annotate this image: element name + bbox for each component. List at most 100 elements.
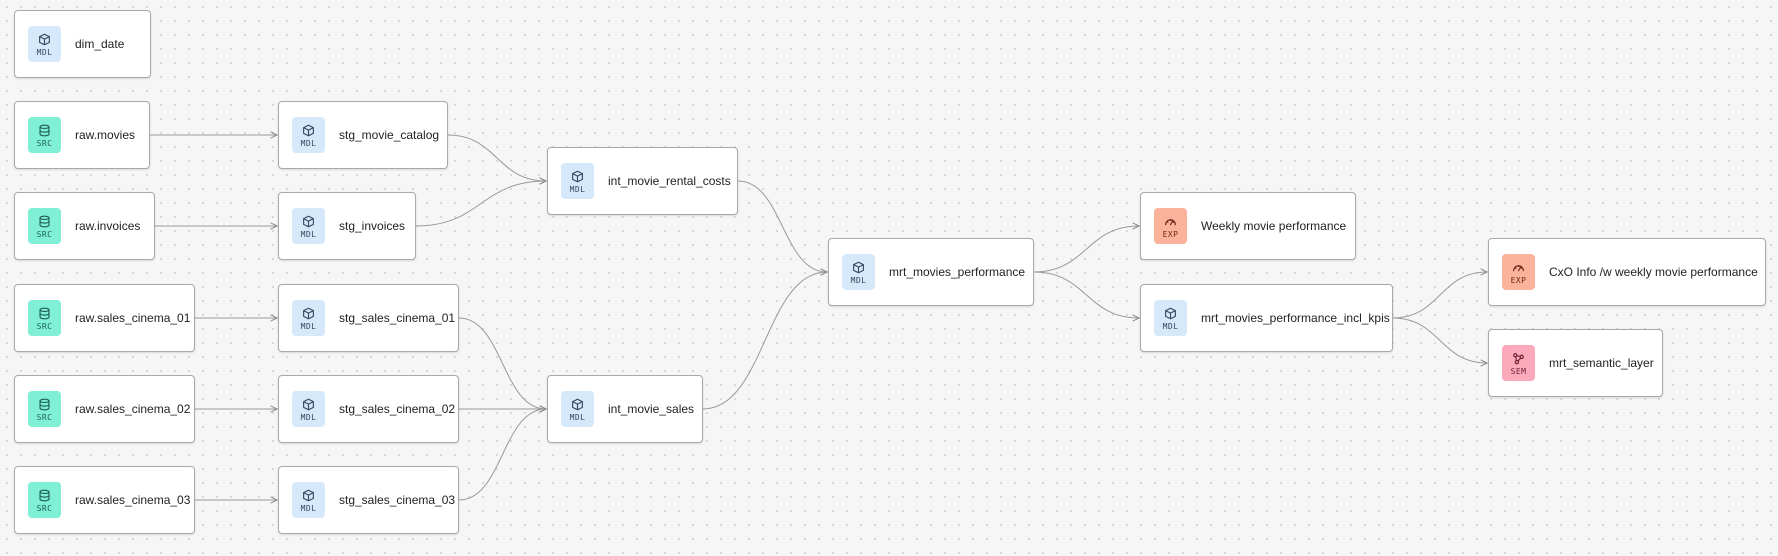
- node-dim-date[interactable]: MDL dim_date: [14, 10, 151, 78]
- edge-stg-invoices-to-int-movie-rental-costs: [415, 181, 546, 227]
- node-type-tag: MDL: [300, 412, 317, 422]
- node-mrt-movies-performance[interactable]: MDL mrt_movies_performance: [828, 238, 1034, 306]
- node-type-tag: SEM: [1510, 366, 1527, 376]
- database-icon: [38, 397, 51, 411]
- node-mrt-semantic-layer[interactable]: SEM mrt_semantic_layer: [1488, 329, 1663, 397]
- node-type-tag: MDL: [850, 275, 867, 285]
- node-type-tag: MDL: [569, 184, 586, 194]
- node-label: stg_movie_catalog: [339, 128, 440, 142]
- mdl-badge: MDL: [292, 117, 325, 153]
- node-stg-sales-cinema-01[interactable]: MDL stg_sales_cinema_01: [278, 284, 459, 352]
- node-type-tag: MDL: [36, 47, 53, 57]
- edge-mrt-movies-performance-to-weekly-movie-performance: [1033, 226, 1139, 273]
- node-label: mrt_movies_performance: [889, 265, 1026, 279]
- database-icon: [38, 123, 51, 137]
- node-label: dim_date: [75, 37, 125, 51]
- node-type-tag: SRC: [36, 229, 53, 239]
- node-cxo-info[interactable]: EXP CxO Info /w weekly movie performance: [1488, 238, 1766, 306]
- cube-icon: [302, 488, 315, 502]
- src-badge: SRC: [28, 300, 61, 336]
- node-type-tag: MDL: [300, 503, 317, 513]
- node-label: CxO Info /w weekly movie performance: [1549, 265, 1758, 279]
- node-label: int_movie_sales: [608, 402, 695, 416]
- node-label: stg_sales_cinema_02: [339, 402, 456, 416]
- node-label: Weekly movie performance: [1201, 219, 1347, 233]
- mdl-badge: MDL: [292, 391, 325, 427]
- node-stg-sales-cinema-03[interactable]: MDL stg_sales_cinema_03: [278, 466, 459, 534]
- mdl-badge: MDL: [292, 482, 325, 518]
- cube-icon: [302, 214, 315, 228]
- cube-icon: [302, 306, 315, 320]
- node-type-tag: MDL: [300, 321, 317, 331]
- gauge-icon: [1512, 260, 1525, 274]
- node-stg-sales-cinema-02[interactable]: MDL stg_sales_cinema_02: [278, 375, 459, 443]
- src-badge: SRC: [28, 391, 61, 427]
- node-weekly-movie-performance[interactable]: EXP Weekly movie performance: [1140, 192, 1356, 260]
- edge-mrt-movies-performance-incl-kpis-to-cxo-info: [1392, 272, 1487, 319]
- node-raw-sales-cinema-02[interactable]: SRC raw.sales_cinema_02: [14, 375, 195, 443]
- database-icon: [38, 306, 51, 320]
- nodes-icon: [1512, 351, 1525, 365]
- node-mrt-movies-performance-incl-kpis[interactable]: MDL mrt_movies_performance_incl_kpis: [1140, 284, 1393, 352]
- node-type-tag: EXP: [1510, 275, 1527, 285]
- database-icon: [38, 488, 51, 502]
- node-raw-sales-cinema-03[interactable]: SRC raw.sales_cinema_03: [14, 466, 195, 534]
- cube-icon: [571, 397, 584, 411]
- node-raw-movies[interactable]: SRC raw.movies: [14, 101, 150, 169]
- node-stg-movie-catalog[interactable]: MDL stg_movie_catalog: [278, 101, 448, 169]
- node-label: stg_invoices: [339, 219, 406, 233]
- src-badge: SRC: [28, 117, 61, 153]
- mdl-badge: MDL: [292, 208, 325, 244]
- node-type-tag: SRC: [36, 412, 53, 422]
- database-icon: [38, 214, 51, 228]
- node-label: stg_sales_cinema_03: [339, 493, 456, 507]
- node-type-tag: EXP: [1162, 229, 1179, 239]
- node-type-tag: MDL: [1162, 321, 1179, 331]
- node-type-tag: SRC: [36, 138, 53, 148]
- node-label: raw.invoices: [75, 219, 141, 233]
- edge-stg-sales-cinema-01-to-int-movie-sales: [458, 317, 546, 409]
- node-type-tag: SRC: [36, 503, 53, 513]
- cube-icon: [38, 32, 51, 46]
- node-type-tag: MDL: [300, 138, 317, 148]
- cube-icon: [571, 169, 584, 183]
- edge-stg-movie-catalog-to-int-movie-rental-costs: [447, 134, 546, 181]
- src-badge: SRC: [28, 482, 61, 518]
- node-type-tag: MDL: [569, 412, 586, 422]
- node-type-tag: SRC: [36, 321, 53, 331]
- cube-icon: [852, 260, 865, 274]
- src-badge: SRC: [28, 208, 61, 244]
- node-raw-sales-cinema-01[interactable]: SRC raw.sales_cinema_01: [14, 284, 195, 352]
- node-type-tag: MDL: [300, 229, 317, 239]
- node-int-movie-rental-costs[interactable]: MDL int_movie_rental_costs: [547, 147, 738, 215]
- node-label: mrt_semantic_layer: [1549, 356, 1654, 370]
- exp-badge: EXP: [1502, 254, 1535, 290]
- node-label: raw.sales_cinema_03: [75, 493, 191, 507]
- node-label: raw.sales_cinema_02: [75, 402, 191, 416]
- mdl-badge: MDL: [1154, 300, 1187, 336]
- node-label: raw.sales_cinema_01: [75, 311, 191, 325]
- node-label: raw.movies: [75, 128, 136, 142]
- edge-mrt-movies-performance-incl-kpis-to-mrt-semantic-layer: [1392, 317, 1487, 363]
- gauge-icon: [1164, 214, 1177, 228]
- sem-badge: SEM: [1502, 345, 1535, 381]
- node-raw-invoices[interactable]: SRC raw.invoices: [14, 192, 155, 260]
- node-int-movie-sales[interactable]: MDL int_movie_sales: [547, 375, 703, 443]
- node-label: int_movie_rental_costs: [608, 174, 731, 188]
- edge-int-movie-sales-to-mrt-movies-performance: [702, 272, 827, 410]
- edge-int-movie-rental-costs-to-mrt-movies-performance: [737, 180, 827, 272]
- cube-icon: [302, 397, 315, 411]
- node-label: mrt_movies_performance_incl_kpis: [1201, 311, 1390, 325]
- node-stg-invoices[interactable]: MDL stg_invoices: [278, 192, 416, 260]
- cube-icon: [302, 123, 315, 137]
- cube-icon: [1164, 306, 1177, 320]
- node-label: stg_sales_cinema_01: [339, 311, 456, 325]
- mdl-badge: MDL: [842, 254, 875, 290]
- edge-stg-sales-cinema-03-to-int-movie-sales: [458, 409, 546, 501]
- mdl-badge: MDL: [561, 391, 594, 427]
- edge-mrt-movies-performance-to-mrt-movies-performance-incl-kpis: [1033, 271, 1139, 318]
- mdl-badge: MDL: [561, 163, 594, 199]
- mdl-badge: MDL: [28, 26, 61, 62]
- mdl-badge: MDL: [292, 300, 325, 336]
- exp-badge: EXP: [1154, 208, 1187, 244]
